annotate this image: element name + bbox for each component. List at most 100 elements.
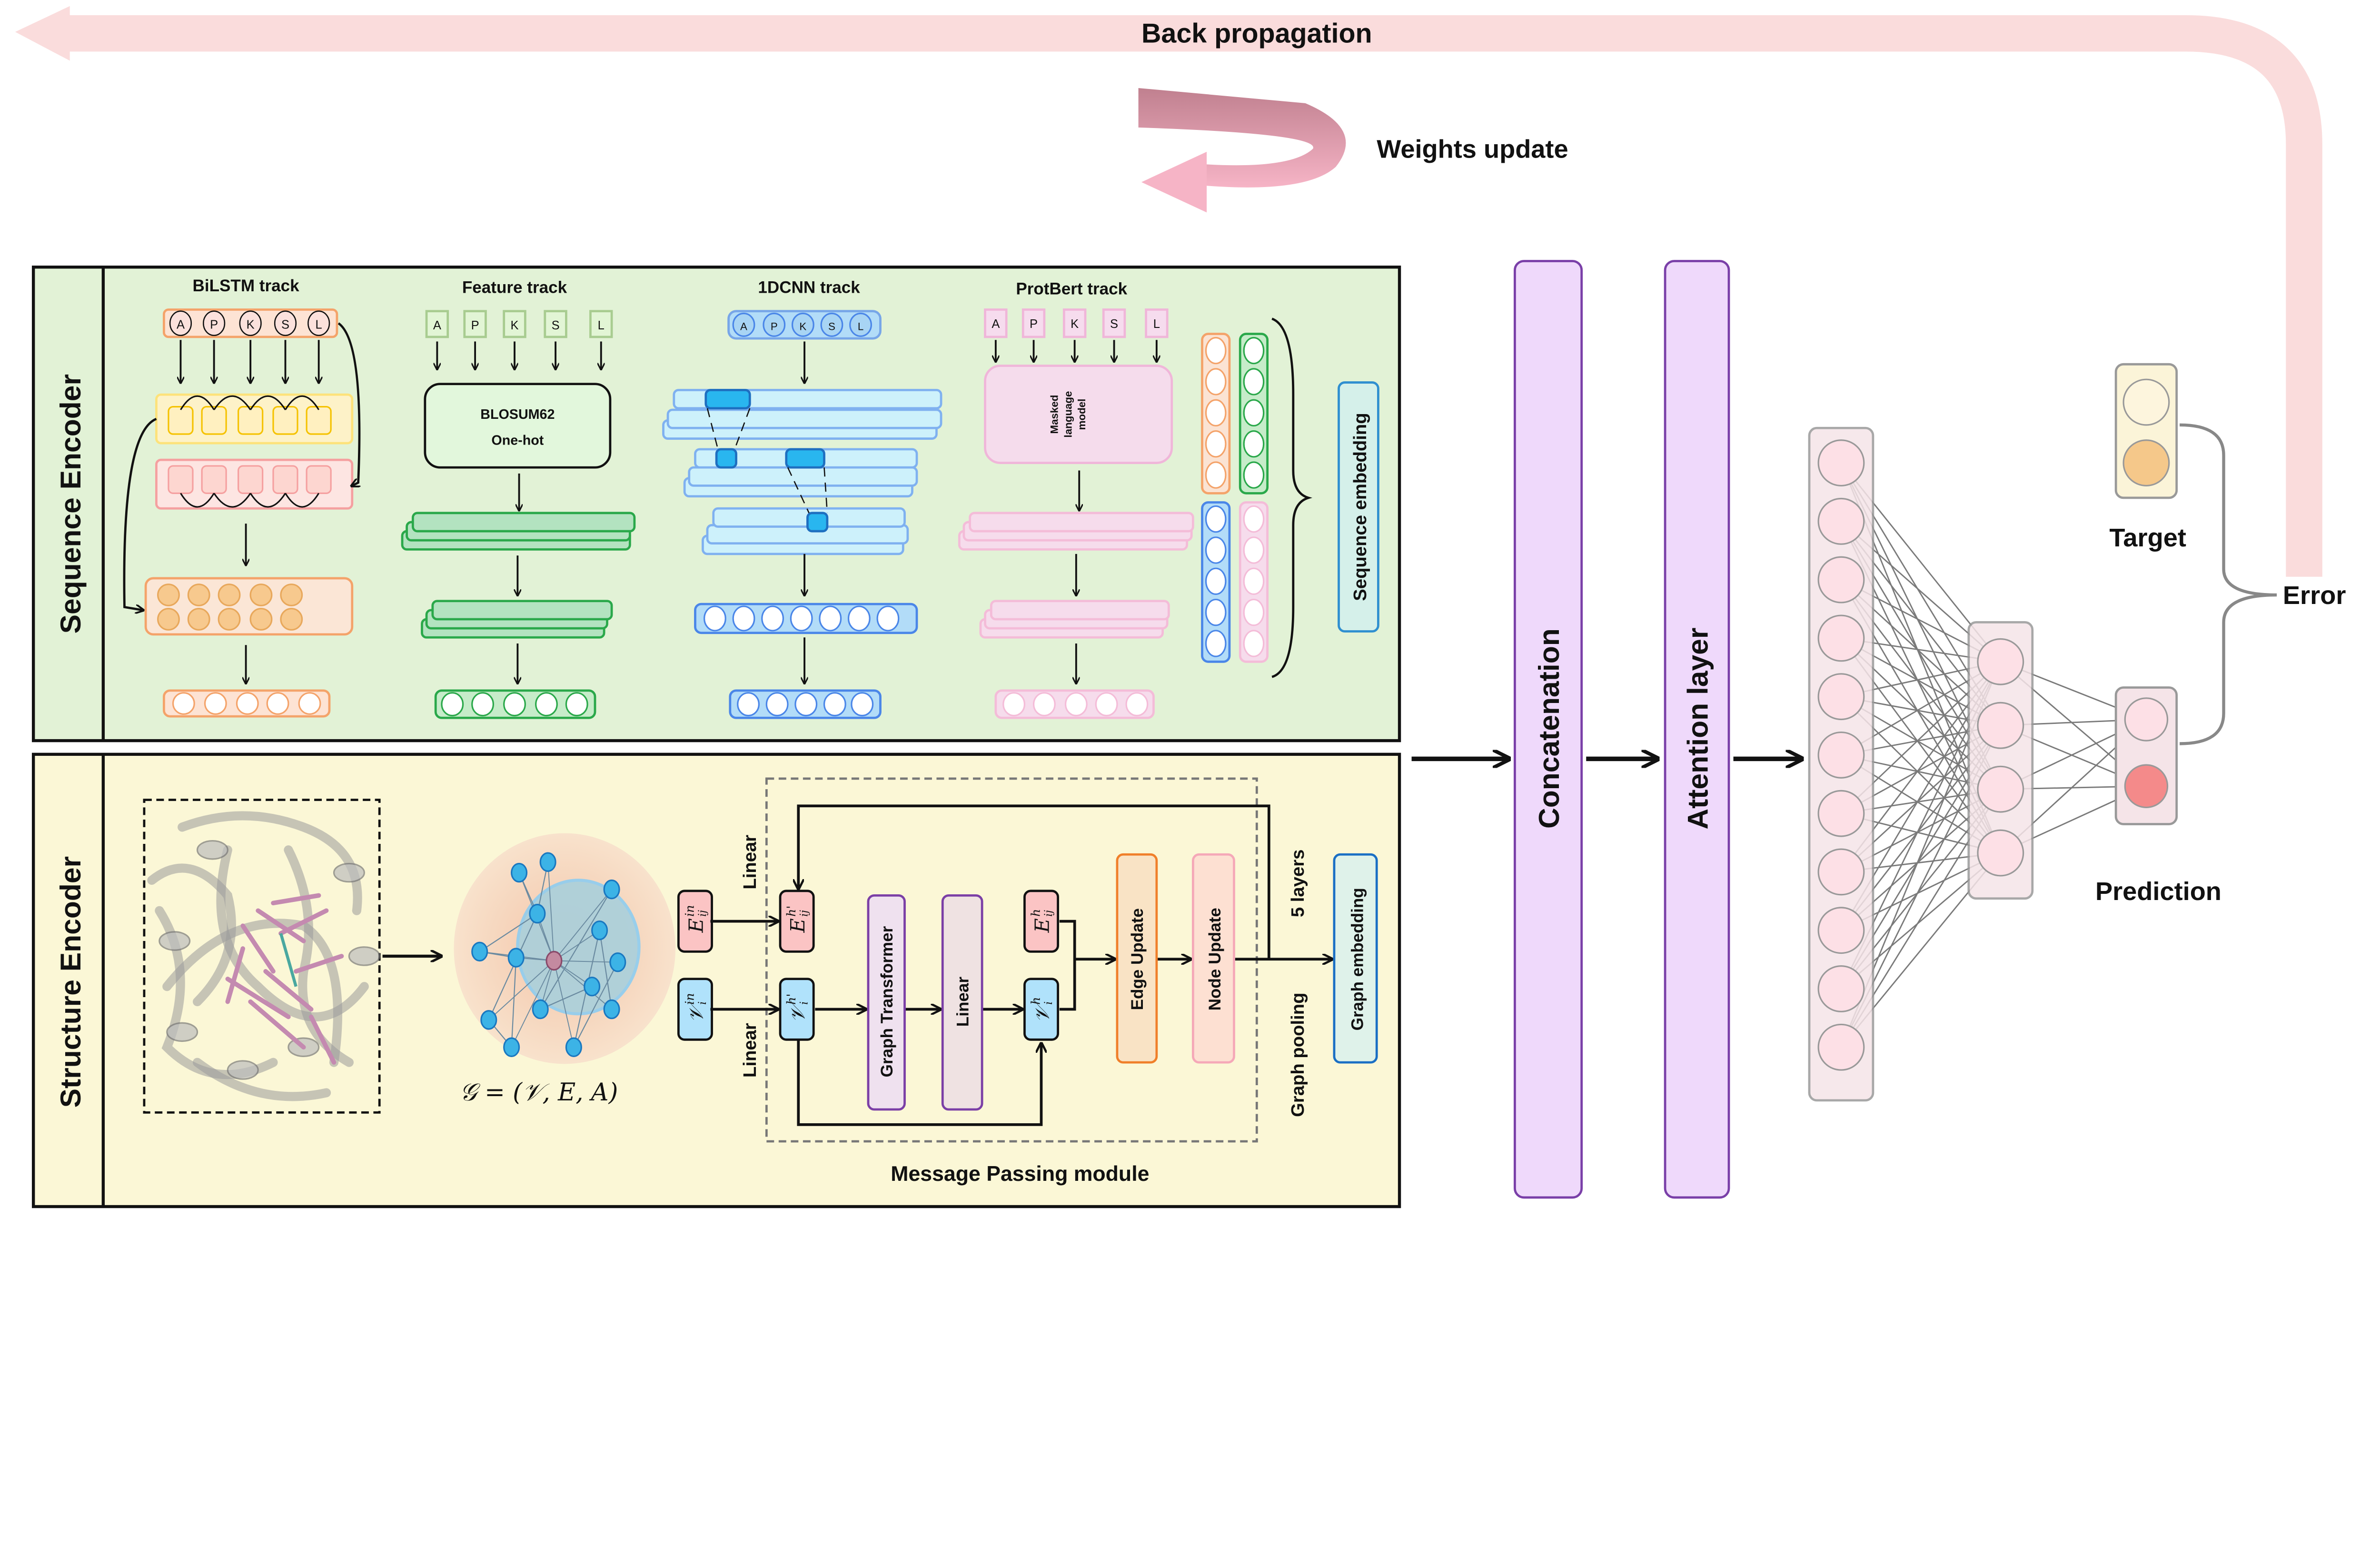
output-unit: [503, 692, 526, 717]
neuron: [1817, 439, 1865, 487]
forward-connection: [285, 395, 320, 410]
cnn-track-title: 1DCNN track: [758, 278, 860, 297]
neuron: [1817, 556, 1865, 604]
linear-top-label: Linear: [740, 835, 760, 890]
message-passing-module-label: Message Passing module: [891, 1162, 1149, 1186]
output-unit: [1095, 692, 1118, 717]
vertex-hidden-node-sup: h: [1029, 997, 1043, 1005]
prediction-neuron: [2124, 697, 2169, 742]
residue-box: [463, 310, 487, 338]
hidden-unit: [218, 584, 241, 606]
output-unit: [790, 605, 813, 632]
graph-edge: [488, 960, 555, 1020]
embedding-unit: [1243, 430, 1265, 458]
skip-arrow: [337, 322, 359, 485]
prediction-neuron-active: [2124, 764, 2169, 809]
back-propagation-arrow: [15, 6, 2322, 577]
output-unit: [1032, 692, 1056, 717]
lstm-cell: [238, 465, 264, 494]
graph-node: [565, 1037, 582, 1057]
embedding-unit: [1243, 536, 1265, 564]
protein-helix: [159, 931, 191, 951]
embedding-unit: [1243, 567, 1265, 595]
embedding-unit: [1205, 461, 1227, 489]
central-node: [545, 950, 563, 971]
output-unit: [732, 605, 755, 632]
vertex-hidden-prime-node-box: [779, 978, 815, 1041]
graph-node: [584, 976, 601, 997]
residue-box: [1102, 308, 1126, 338]
output-unit: [565, 692, 588, 717]
residue-label: K: [799, 321, 806, 333]
prediction-label: Prediction: [2095, 877, 2221, 906]
residue-label: S: [281, 318, 289, 331]
output-unit: [761, 605, 784, 632]
bilstm-track-title: BiLSTM track: [193, 277, 300, 295]
residue-box: [1062, 308, 1087, 338]
embedding-unit: [1243, 598, 1265, 626]
structure-encoder-panel: Structure Encoder: [31, 752, 1401, 1208]
neuron: [1977, 829, 2024, 877]
residue-circle: [791, 312, 814, 337]
residue-label: L: [858, 321, 863, 333]
residue-circle: [763, 312, 786, 337]
backward-connection: [285, 493, 320, 508]
target-neuron: [2122, 378, 2170, 426]
edge-input-node-sub: ij: [696, 910, 709, 917]
hidden-unit: [280, 608, 303, 631]
neuron: [1817, 907, 1865, 954]
residue-label: P: [771, 321, 778, 333]
residue-circle: [307, 310, 330, 336]
sequence-embedding-label: Sequence embedding: [1350, 413, 1370, 601]
graph-edge: [479, 913, 538, 952]
lstm-cell: [306, 465, 332, 494]
graph-embedding-box: [1333, 853, 1378, 1064]
residue-label: P: [210, 318, 218, 331]
output-unit: [1125, 692, 1149, 717]
edge-hidden-prime-node-box: [779, 890, 815, 953]
graph-edge: [554, 960, 618, 963]
protein-ribbon: [162, 919, 343, 1067]
forward-connection: [213, 395, 251, 410]
residue-label: K: [247, 318, 255, 331]
lstm-cell: [201, 406, 227, 435]
edge-hidden-node-sup: h: [1029, 909, 1043, 917]
graph-embedding-label: Graph embedding: [1349, 888, 1367, 1030]
residue-label: A: [740, 321, 747, 333]
ligand-residue: [225, 976, 291, 1019]
graph-node: [480, 1010, 497, 1030]
graph-edge: [573, 962, 618, 1048]
message-passing-connections: [710, 804, 1331, 1126]
linear-block: [941, 894, 983, 1111]
vertex-hidden-prime-node-sup: h': [784, 994, 799, 1005]
backward-connection: [180, 493, 215, 508]
conv-kernel: [785, 448, 825, 469]
edge-hidden-prime-node-sup: h': [784, 906, 799, 917]
embedding-unit: [1205, 630, 1227, 657]
masked-language-model-box: [984, 365, 1173, 464]
graph-node: [511, 862, 528, 883]
output-unit: [737, 692, 760, 717]
embedding-unit: [1243, 505, 1265, 533]
residue-label: S: [552, 319, 560, 332]
vertex-hidden-prime-node: 𝒱h'i: [779, 978, 815, 1041]
residue-circle: [203, 310, 226, 336]
residue-label: A: [992, 317, 1000, 331]
protein-graph: [454, 833, 676, 1064]
graph-node: [609, 952, 626, 972]
residue-label: L: [316, 318, 322, 331]
vertex-input-node-sub: i: [696, 1001, 709, 1005]
protein-helix: [227, 1060, 259, 1080]
embedding-unit: [1205, 567, 1227, 595]
target-label: Target: [2109, 524, 2186, 552]
output-unit: [172, 692, 195, 715]
residue-circle: [849, 312, 872, 337]
embedding-unit: [1243, 399, 1265, 427]
neuron: [1817, 790, 1865, 837]
lstm-cell: [272, 406, 298, 435]
lstm-cell: [238, 406, 264, 435]
output-unit: [1064, 692, 1088, 717]
conv-feature-map: [688, 466, 918, 487]
